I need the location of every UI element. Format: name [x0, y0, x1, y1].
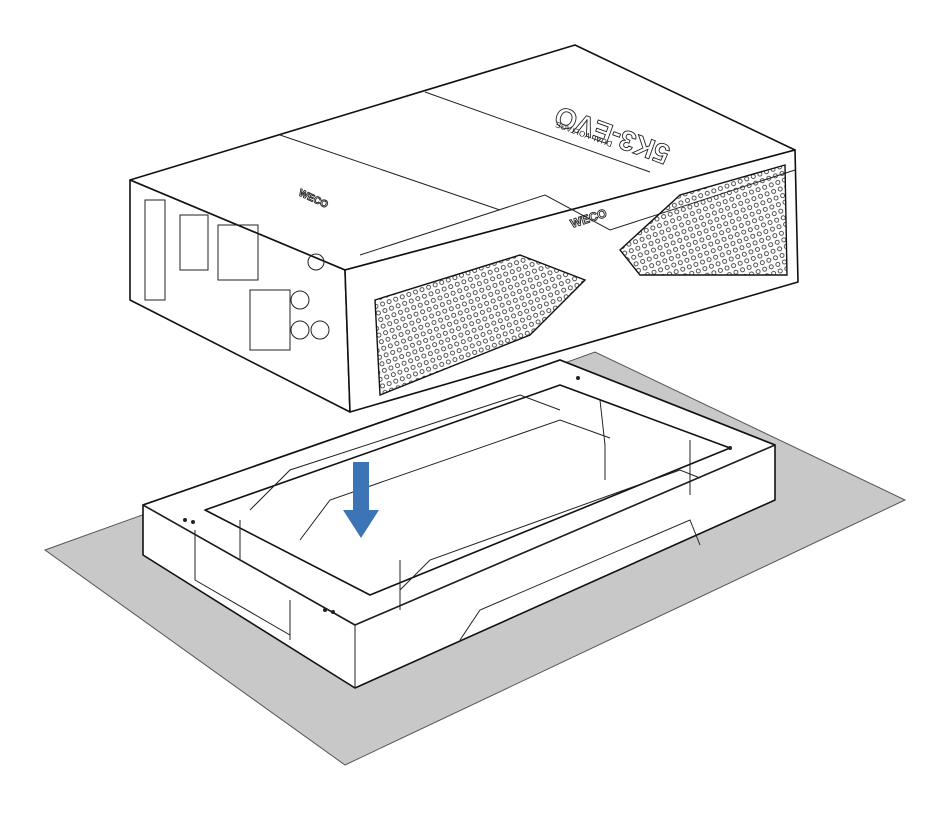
- vent-grille-right: [619, 164, 788, 276]
- battery-unit: 5K3-EVO DUAL VOLTAGE WECO WECO: [129, 44, 799, 413]
- mounting-tray: [142, 359, 776, 689]
- down-arrow-icon: [343, 462, 379, 538]
- vent-grille-left: [374, 254, 587, 397]
